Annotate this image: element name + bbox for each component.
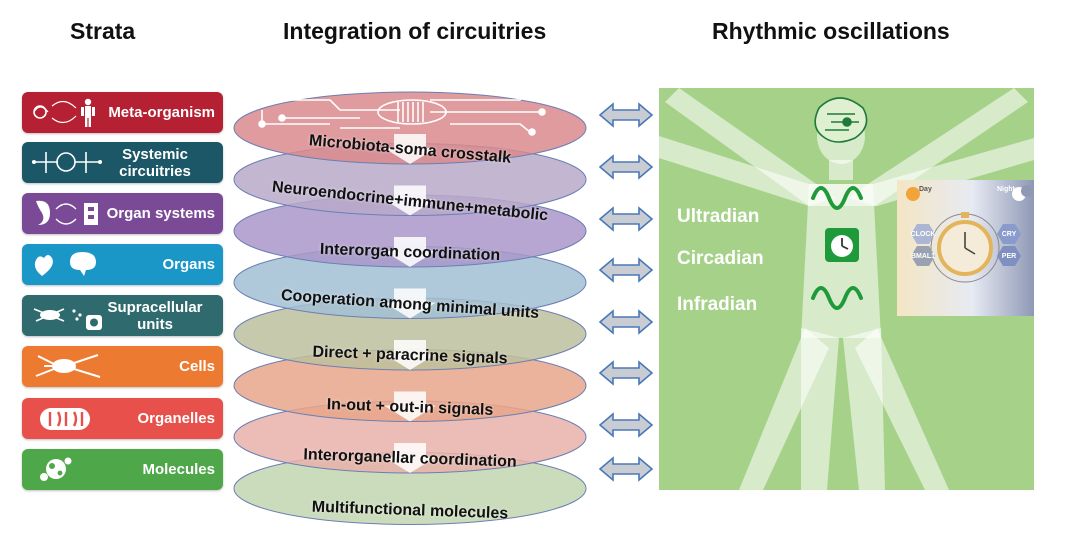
mitochondrion-icon [40,408,90,430]
double-arrow-icon [598,206,654,232]
stratum-cells: Cells [22,346,223,387]
microbiota-circuit-icon [258,82,546,136]
organism-icon [33,98,95,127]
stratum-label: Systemic circuitries [119,145,191,180]
stratum-label: Organelles [137,410,215,427]
stratum-label: Organs [162,256,215,273]
cell-cluster-icon [33,308,102,330]
rhythm-circadian: Circadian [677,248,764,269]
integration-header: Integration of circuitries [283,18,547,44]
rhythm-ultradian: Ultradian [677,206,760,227]
double-arrow-icon [598,102,654,128]
double-arrow-icon [598,257,654,283]
stratum-organs: Organs [22,244,223,285]
down-arrow-icon [384,340,436,370]
bmal1-gene-label: BMAL1 [910,253,936,260]
human-figure-icon [659,88,1034,490]
stratum-meta-organism: Meta-organism [22,92,223,133]
stratum-label: Cells [179,358,215,375]
stratum-organ-systems: Organ systems [22,193,223,234]
stratum-label: Molecules [142,461,215,478]
cry-gene-label: CRY [1001,231,1017,238]
double-arrow-icon [598,360,654,386]
night-label: Night [997,186,1015,193]
rhythm-header: Rhythmic oscillations [712,18,950,44]
double-arrow-icon [598,456,654,482]
hexagon-per [997,246,1021,266]
double-arrow-icon [598,309,654,335]
stratum-organelles: Organelles [22,398,223,439]
molecule-icon [40,457,72,481]
alarm-clock-icon [825,228,859,262]
digestive-system-icon [36,200,98,225]
clock-gene-label: CLOCK [910,231,936,238]
neuron-cell-icon [35,354,101,378]
rhythm-panel: Ultradian Circadian Infradian Day Night … [659,88,1034,490]
double-arrow-icon [598,154,654,180]
per-gene-label: PER [1001,253,1017,260]
down-arrow-icon [384,391,436,422]
day-label: Day [919,186,932,193]
down-arrow-icon [384,443,436,473]
circuit-icon [32,152,102,173]
circadian-clock-diagram [906,185,1033,283]
stratum-label: Organ systems [106,205,215,222]
down-arrow-icon [384,237,436,267]
brain-circuit-icon [814,97,868,143]
circadian-clock-box: Day Night CLOCK BMAL1 CRY PER [897,180,1034,316]
down-arrow-icon [384,134,436,164]
hexagon-bmal1 [911,246,935,266]
stratum-label: Meta-organism [108,104,215,121]
organs-icon [34,252,96,276]
stratum-label: Supracellular units [107,298,203,333]
wave-icon [811,286,863,310]
wave-icon [811,186,863,210]
stratum-systemic-circuitries: Systemic circuitries [22,142,223,183]
stratum-molecules: Molecules [22,449,223,490]
stratum-supracellular-units: Supracellular units [22,295,223,336]
hexagon-clock [911,224,935,244]
double-arrow-icon [598,412,654,438]
hexagon-cry [997,224,1021,244]
down-arrow-icon [384,185,436,216]
sun-icon [906,187,920,201]
down-arrow-icon [384,288,436,319]
rhythm-infradian: Infradian [677,294,758,315]
strata-header: Strata [70,18,136,44]
